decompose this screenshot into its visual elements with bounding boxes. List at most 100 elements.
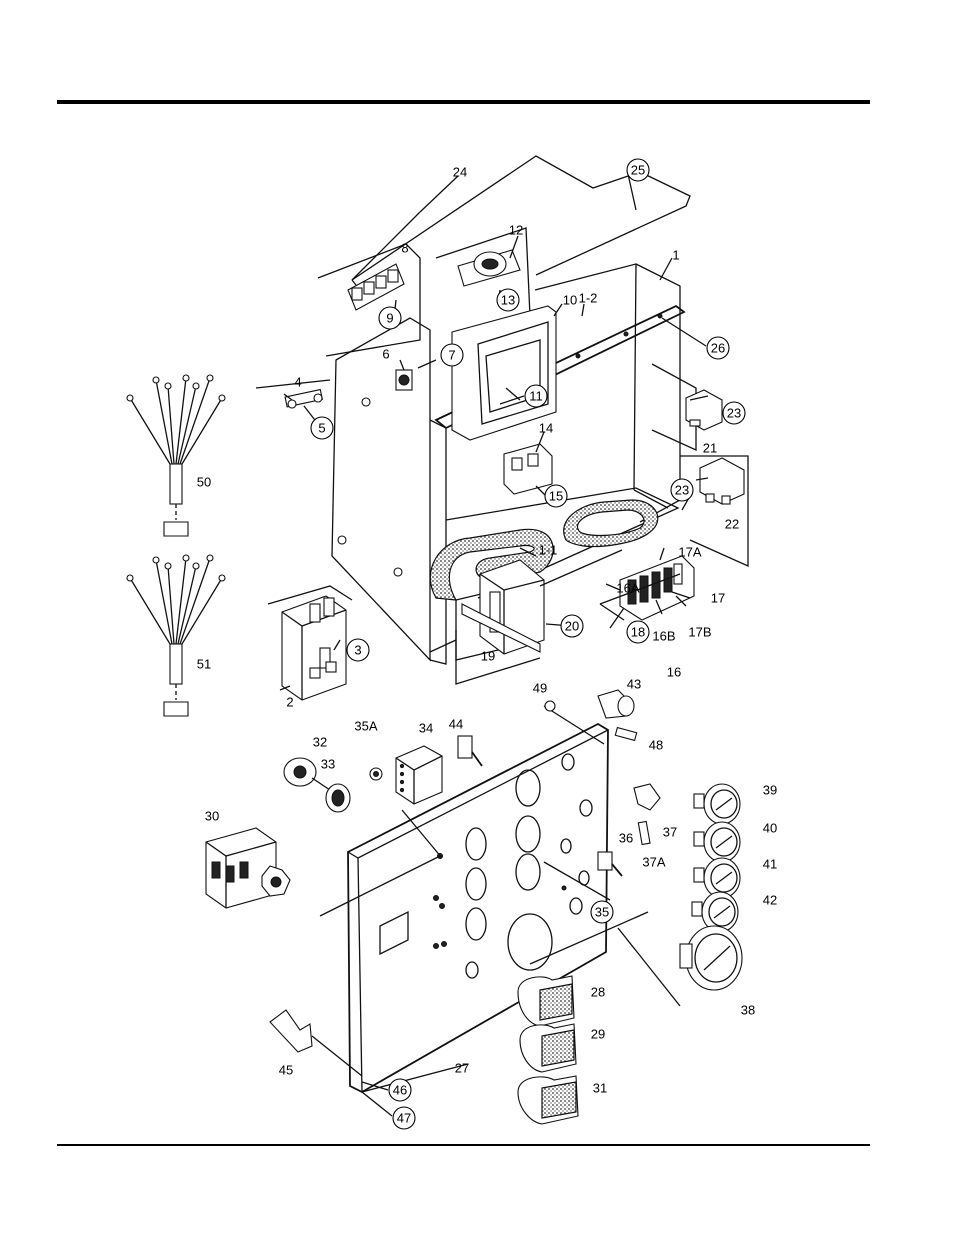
terminal-block-part-8 [318, 244, 420, 356]
callout-label: 4 [294, 375, 301, 390]
callout-19: 19 [481, 649, 495, 664]
callout-14: 14 [539, 421, 553, 436]
callout-51: 51 [197, 657, 211, 672]
callout-41: 41 [763, 857, 777, 872]
callout-46: 46 [389, 1079, 411, 1101]
callout-16B: 16B [652, 629, 675, 644]
callout-1-1: 1-1 [539, 543, 558, 558]
callout-label: 8 [401, 241, 408, 256]
callout-label: 13 [501, 293, 515, 308]
relay-part-21 [652, 364, 722, 450]
callout-label: 35 [595, 905, 609, 920]
callout-label: 31 [593, 1081, 607, 1096]
callout-11: 11 [525, 385, 547, 407]
callout-label: 46 [393, 1083, 407, 1098]
callout-16A: 16A [616, 581, 639, 596]
callout-label: 35A [354, 719, 377, 734]
callout-label: 20 [565, 619, 579, 634]
callout-label: 17B [688, 625, 711, 640]
callout-label: 41 [763, 857, 777, 872]
callout-33: 33 [321, 757, 335, 772]
top-cover-edge [352, 280, 356, 285]
callout-label: 26 [711, 341, 725, 356]
knob-part-32 [284, 758, 350, 812]
callout-50: 50 [197, 475, 211, 490]
callout-label: 25 [631, 163, 645, 178]
callout-label: 16A [616, 581, 639, 596]
cable-assembly-part-50 [127, 375, 225, 536]
callout-31: 31 [593, 1081, 607, 1096]
callout-label: 19 [481, 649, 495, 664]
lower-leaders [362, 1064, 468, 1116]
callout-label: 2 [286, 695, 293, 710]
reactor-part-19 [456, 560, 544, 684]
callout-label: 40 [763, 821, 777, 836]
callout-label: 7 [448, 348, 455, 363]
callout-1-2: 1-2 [579, 291, 598, 306]
callout-label: 18 [631, 625, 645, 640]
callout-35: 35 [591, 901, 613, 923]
callout-label: 48 [649, 738, 663, 753]
callout-39: 39 [763, 783, 777, 798]
callout-36: 36 [619, 831, 633, 846]
callout-label: 16 [667, 665, 681, 680]
callout-7: 7 [441, 344, 463, 366]
callout-label: 16B [652, 629, 675, 644]
bus-bar-part-4 [256, 380, 330, 408]
callout-43: 43 [627, 677, 641, 692]
callout-label: 30 [205, 809, 219, 824]
callout-label: 42 [763, 893, 777, 908]
hour-meter-part-30 [206, 828, 290, 908]
back-wall [535, 264, 680, 522]
callout-44: 44 [449, 717, 463, 732]
socket-part-6 [396, 370, 412, 390]
callout-25: 25 [627, 159, 649, 181]
gauges-parts-38-42 [680, 784, 742, 990]
back-wall-inner [634, 264, 636, 490]
callout-label: 36 [619, 831, 633, 846]
callout-6: 6 [382, 347, 389, 362]
callout-label: 49 [533, 681, 547, 696]
callout-23b: 23 [671, 479, 693, 501]
panel-leaders [320, 706, 680, 1006]
callout-34: 34 [419, 721, 433, 736]
callout-label: 1-2 [579, 291, 598, 306]
panel-cutout [380, 912, 408, 954]
callout-37A: 37A [642, 855, 665, 870]
callout-label: 45 [279, 1063, 293, 1078]
callout-15: 15 [545, 485, 567, 507]
callout-label: 28 [591, 985, 605, 1000]
callout-22: 22 [725, 517, 739, 532]
callout-10: 10 [563, 293, 577, 308]
callout-label: 12 [509, 223, 523, 238]
callout-label: 38 [741, 1003, 755, 1018]
callout-label: 47 [397, 1111, 411, 1126]
meters-parts-28-29-31 [518, 976, 578, 1124]
callout-35A: 35A [354, 719, 377, 734]
callout-label: 10 [563, 293, 577, 308]
indicator-part-37 [634, 784, 660, 845]
callout-label: 34 [419, 721, 433, 736]
callout-4: 4 [294, 375, 301, 390]
callout-label: 37A [642, 855, 665, 870]
callout-48: 48 [649, 738, 663, 753]
callout-label: 39 [763, 783, 777, 798]
callout-label: 23 [675, 483, 689, 498]
callout-17B: 17B [688, 625, 711, 640]
callout-label: 3 [354, 643, 361, 658]
cable-assembly-part-51 [127, 555, 225, 716]
callout-26: 26 [707, 337, 729, 359]
contactor-part-2 [268, 586, 352, 700]
callout-28: 28 [591, 985, 605, 1000]
callout-16: 16 [667, 665, 681, 680]
callout-42: 42 [763, 893, 777, 908]
callout-27: 27 [455, 1061, 469, 1076]
callout-label: 5 [318, 421, 325, 436]
callout-17A: 17A [678, 545, 701, 560]
toggle-switch-part-36 [598, 852, 622, 876]
callout-30: 30 [205, 809, 219, 824]
callout-40: 40 [763, 821, 777, 836]
callout-label: 29 [591, 1027, 605, 1042]
callout-label: 15 [549, 489, 563, 504]
panel-screws [338, 398, 402, 576]
